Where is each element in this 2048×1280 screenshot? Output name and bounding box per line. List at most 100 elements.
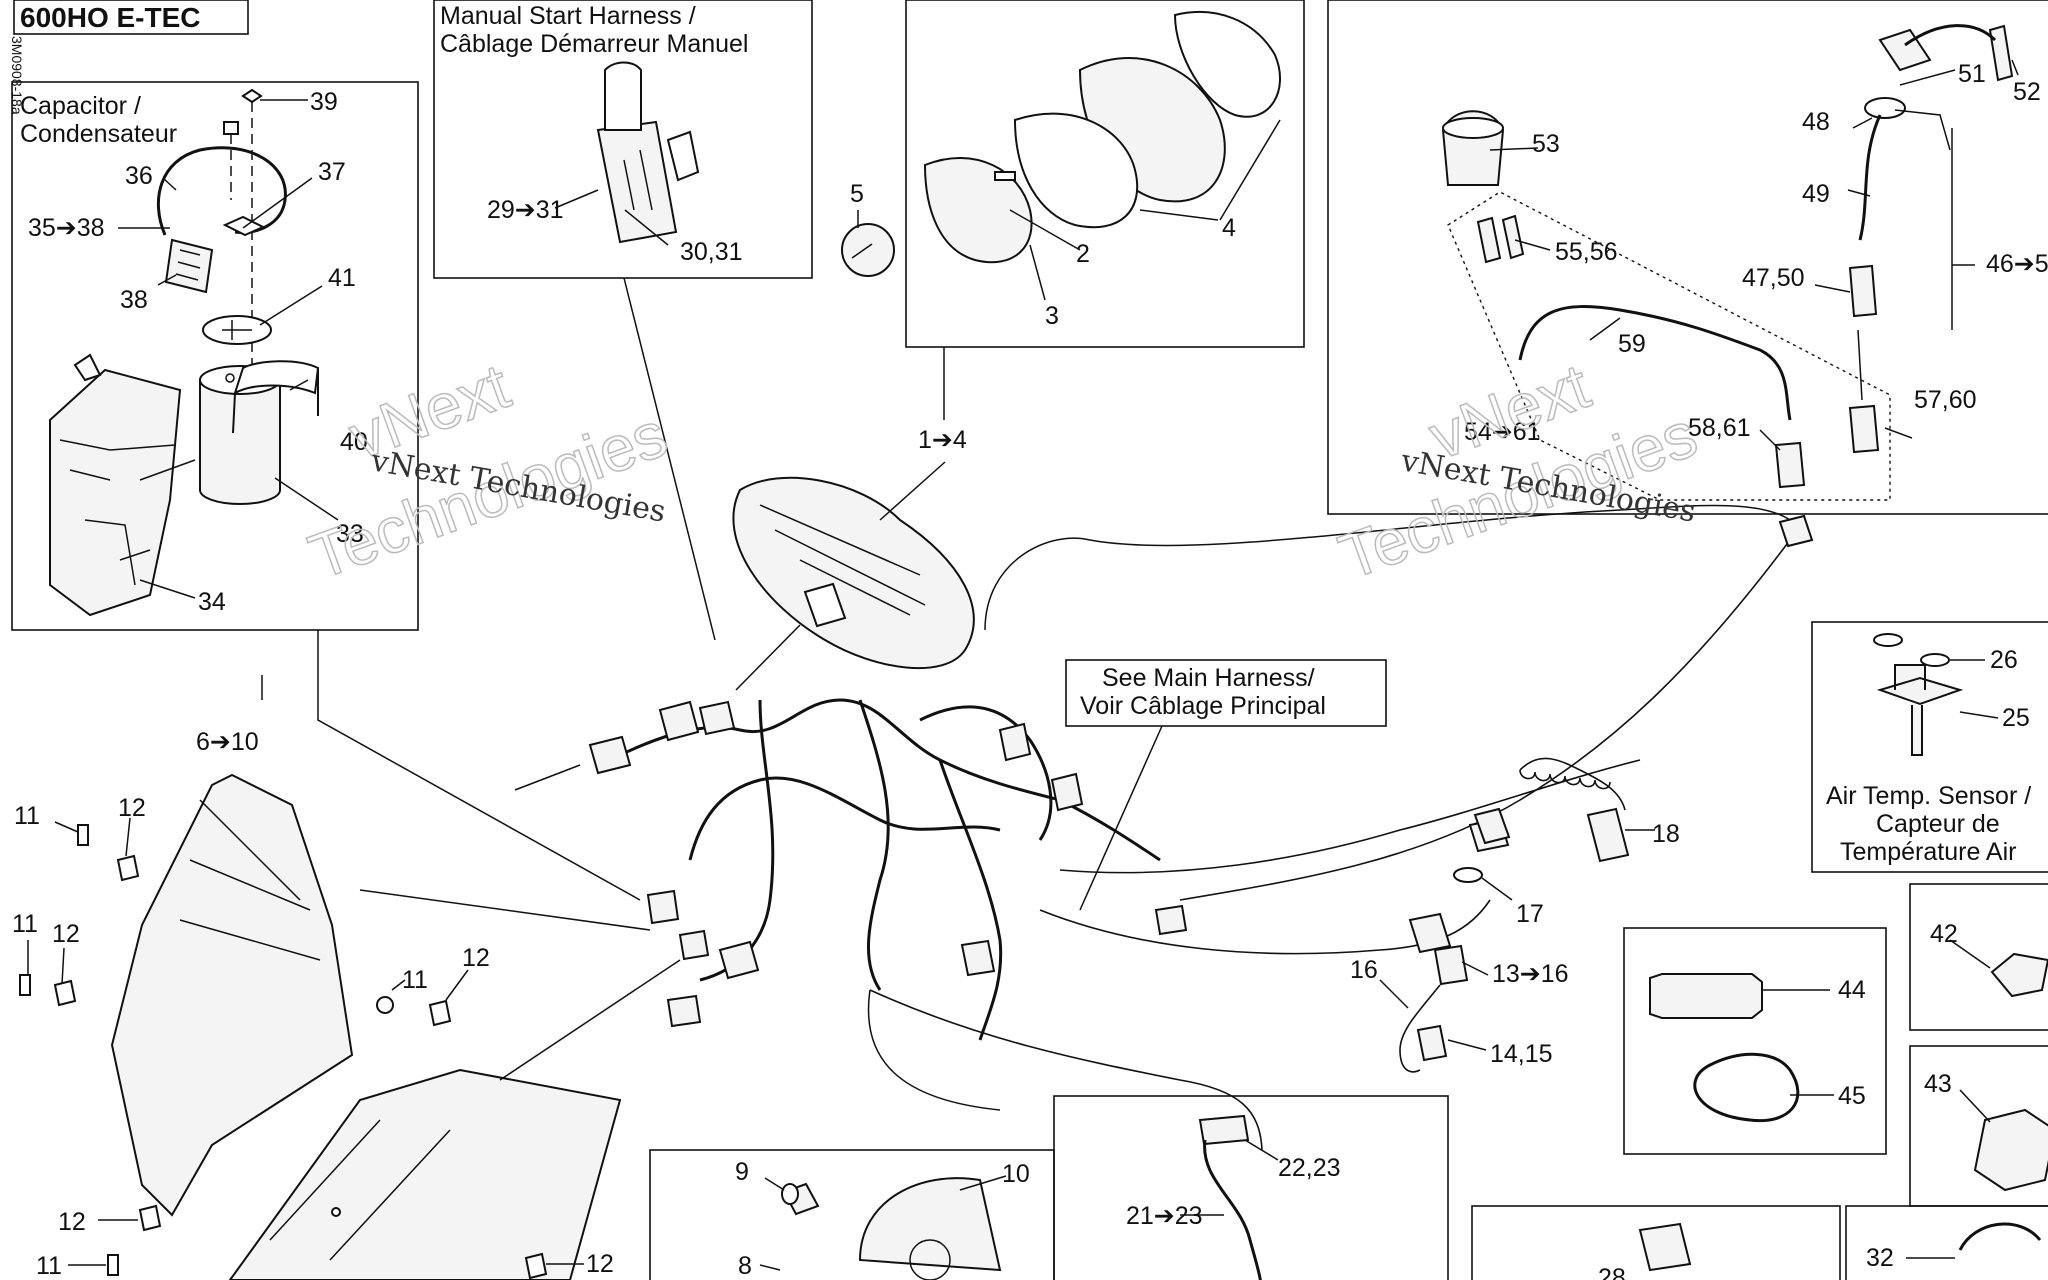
capacitor-group: Capacitor / Condensateur bbox=[11, 81, 419, 631]
gauge-5 bbox=[841, 223, 895, 277]
label-11-a: 11 bbox=[14, 802, 40, 830]
label-6-10: 6➔10 bbox=[196, 728, 259, 756]
label-17: 17 bbox=[1516, 900, 1544, 928]
wire-21 bbox=[1203, 1139, 1262, 1280]
label-39: 39 bbox=[310, 88, 338, 116]
bracket-37 bbox=[222, 215, 266, 237]
label-46-5: 46➔5 bbox=[1986, 250, 2048, 278]
air-temp-title: Air Temp. Sensor / bbox=[1826, 782, 2031, 810]
box-44-45 bbox=[1623, 927, 1887, 1155]
manual-start-box bbox=[433, 0, 813, 279]
label-41: 41 bbox=[328, 264, 356, 292]
label-11-c: 11 bbox=[402, 966, 428, 994]
connector-57 bbox=[1848, 404, 1880, 454]
label-34: 34 bbox=[198, 588, 226, 616]
label-38: 38 bbox=[120, 286, 148, 314]
label-10: 10 bbox=[1002, 1160, 1030, 1188]
label-14-15: 14,15 bbox=[1490, 1040, 1553, 1068]
box-21-23 bbox=[1053, 1095, 1449, 1280]
holder-34 bbox=[49, 368, 182, 617]
air-temp-group: 26 25 Air Temp. Sensor / Capteur de Temp… bbox=[1811, 621, 2048, 873]
air-temp-title-fr2: Température Air bbox=[1840, 838, 2016, 866]
capacitor-box bbox=[11, 81, 419, 631]
tie-45 bbox=[1693, 1052, 1800, 1123]
label-2: 2 bbox=[1076, 240, 1090, 268]
label-12-c: 12 bbox=[462, 944, 490, 972]
label-18: 18 bbox=[1652, 820, 1680, 848]
washer-26b bbox=[1920, 653, 1950, 667]
manual-start-title: Manual Start Harness / bbox=[440, 2, 696, 30]
label-47-50: 47,50 bbox=[1742, 264, 1805, 292]
label-53: 53 bbox=[1532, 130, 1560, 158]
watermark-right: vNext Technologies vNext Technologies bbox=[1329, 349, 1706, 594]
label-43: 43 bbox=[1924, 1070, 1952, 1098]
label-35-38: 35➔38 bbox=[28, 214, 105, 242]
lens-2 bbox=[1013, 112, 1139, 229]
label-32: 32 bbox=[1866, 1244, 1894, 1272]
label-16: 16 bbox=[1350, 956, 1378, 984]
label-3: 3 bbox=[1045, 302, 1059, 330]
label-9: 9 bbox=[735, 1158, 749, 1186]
gasket-4 bbox=[1173, 11, 1281, 118]
box-32 bbox=[1845, 1205, 2048, 1280]
gauge-cluster: 1➔4 bbox=[732, 347, 975, 670]
push-rivet-42 bbox=[1990, 952, 2048, 998]
label-51: 51 bbox=[1958, 60, 1986, 88]
label-29-31: 29➔31 bbox=[487, 196, 564, 224]
label-1-4: 1➔4 bbox=[918, 426, 967, 454]
label-30-31: 30,31 bbox=[680, 238, 743, 266]
side-reference: 3M0908-18a bbox=[9, 36, 25, 115]
main-wiring-harness bbox=[588, 514, 1814, 1151]
main-harness-note-fr: Voir Câblage Principal bbox=[1080, 692, 1326, 720]
label-12-e: 12 bbox=[586, 1250, 614, 1278]
label-26: 26 bbox=[1990, 646, 2018, 674]
clip-43 bbox=[1973, 1108, 2048, 1192]
washer-26a bbox=[1873, 633, 1903, 647]
watermark-left: vNext Technologies vNext Technologies bbox=[299, 349, 676, 594]
sensor-group: 53 51 52 48 49 55,56 47,50 46➔5 59 57,60… bbox=[1327, 0, 2048, 515]
label-25: 25 bbox=[2002, 704, 2030, 732]
lanyard-18: 18 17 13➔16 16 14,15 bbox=[1350, 757, 1680, 1073]
air-temp-title-fr: Capteur de bbox=[1876, 810, 2000, 838]
manual-start-title-fr: Câblage Démarreur Manuel bbox=[440, 30, 748, 58]
box-42 bbox=[1909, 883, 2048, 1031]
label-4: 4 bbox=[1222, 214, 1236, 242]
boxes-bottom-right: 28 32 bbox=[1471, 1205, 2048, 1280]
connector-28 bbox=[1638, 1222, 1692, 1272]
label-57-60: 57,60 bbox=[1914, 386, 1977, 414]
model-title-box bbox=[13, 0, 249, 35]
label-12-b: 12 bbox=[52, 920, 80, 948]
label-5: 5 bbox=[850, 180, 864, 208]
label-13-16: 13➔16 bbox=[1492, 960, 1569, 988]
label-12-a: 12 bbox=[118, 794, 146, 822]
label-36: 36 bbox=[125, 162, 153, 190]
headlight-lens bbox=[228, 1068, 622, 1280]
grease-tube-44 bbox=[1649, 973, 1763, 1019]
plug-51 bbox=[1878, 28, 1932, 72]
label-28: 28 bbox=[1598, 1264, 1626, 1280]
label-33: 33 bbox=[336, 520, 364, 548]
box-28 bbox=[1471, 1205, 1841, 1280]
manual-start-plug bbox=[596, 120, 678, 244]
label-55-56: 55,56 bbox=[1555, 238, 1618, 266]
boxes-bottom-center: 9 10 8 22,23 21➔23 bbox=[649, 1095, 1449, 1280]
cable-59 bbox=[1518, 305, 1792, 421]
sensor-32 bbox=[1958, 1222, 2042, 1251]
label-45: 45 bbox=[1838, 1082, 1866, 1110]
capacitor-title-fr: Condensateur bbox=[20, 120, 177, 148]
label-11-b: 11 bbox=[12, 910, 38, 938]
label-12-d: 12 bbox=[58, 1208, 86, 1236]
label-40: 40 bbox=[340, 428, 368, 456]
gauge-box bbox=[905, 0, 1305, 348]
main-harness-box bbox=[1065, 659, 1387, 727]
boxes-right: 42 44 45 43 bbox=[1623, 883, 2048, 1207]
label-58-61: 58,61 bbox=[1688, 414, 1751, 442]
connector-56 bbox=[1501, 214, 1525, 260]
connector-58 bbox=[1774, 441, 1806, 489]
label-52: 52 bbox=[2013, 78, 2041, 106]
screw-39b bbox=[223, 121, 239, 135]
connector-38 bbox=[164, 238, 214, 294]
label-49: 49 bbox=[1802, 180, 1830, 208]
label-42: 42 bbox=[1930, 920, 1958, 948]
